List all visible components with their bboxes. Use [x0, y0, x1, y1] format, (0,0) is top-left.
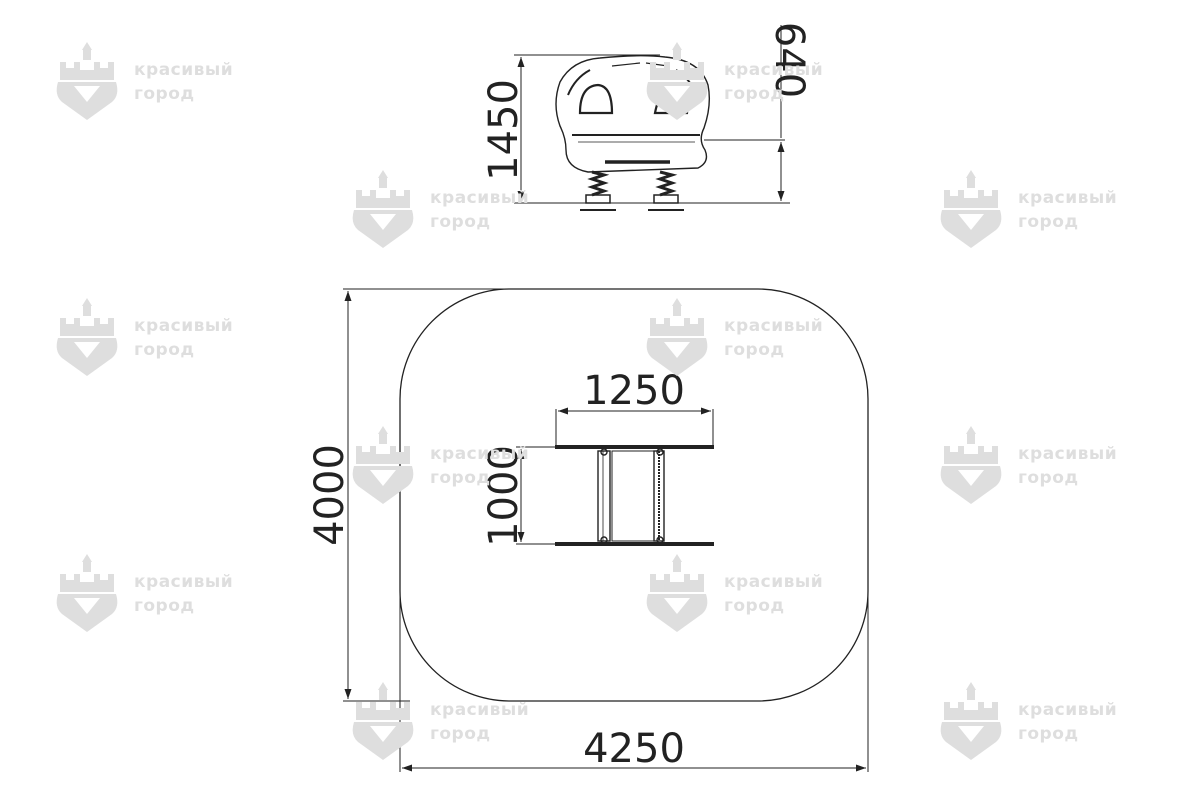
dimension-1250: [555, 407, 714, 447]
castle-heart-logo-icon: [352, 170, 414, 248]
dimension-label-4000: 4000: [307, 444, 353, 546]
side-elevation: [555, 55, 711, 211]
watermark-line-2: город: [134, 596, 195, 616]
watermark: красивый город: [348, 168, 568, 248]
watermark-line-2: город: [1018, 468, 1079, 488]
dimension-1450: [514, 54, 790, 204]
castle-heart-logo-icon: [646, 554, 708, 632]
left-spring-base: [585, 194, 611, 204]
castle-heart-logo-icon: [56, 554, 118, 632]
watermark-line-2: город: [724, 596, 785, 616]
watermark-line-2: город: [1018, 724, 1079, 744]
watermark: красивый город: [642, 40, 862, 120]
watermark-line-1: красивый: [134, 316, 234, 336]
castle-heart-logo-icon: [646, 42, 708, 120]
castle-heart-logo-icon: [646, 298, 708, 376]
watermark: красивый город: [52, 296, 272, 376]
castle-heart-logo-icon: [352, 682, 414, 760]
watermark-line-1: красивый: [724, 316, 824, 336]
dimension-640: [704, 25, 785, 201]
watermark-line-1: красивый: [134, 60, 234, 80]
watermark-line-1: красивый: [724, 572, 824, 592]
dimension-label-640: 640: [766, 22, 812, 98]
watermark-line-1: красивый: [430, 444, 530, 464]
watermark-line-1: красивый: [1018, 444, 1118, 464]
watermark-line-1: красивый: [430, 700, 530, 720]
watermark-line-1: красивый: [134, 572, 234, 592]
right-spring: [655, 170, 678, 197]
watermark: красивый город: [936, 424, 1156, 504]
dimension-4000: [343, 288, 560, 702]
watermark: красивый город: [642, 552, 862, 632]
watermark-line-2: город: [430, 468, 491, 488]
watermark-line-2: город: [724, 340, 785, 360]
watermark-line-2: город: [430, 724, 491, 744]
watermark: красивый город: [936, 168, 1156, 248]
watermark-line-2: город: [430, 212, 491, 232]
castle-heart-logo-icon: [940, 426, 1002, 504]
frame-left-rail: [597, 450, 611, 542]
dimension-label-1250: 1250: [583, 368, 685, 414]
watermark-line-2: город: [1018, 212, 1079, 232]
watermark-line-1: красивый: [1018, 700, 1118, 720]
dimension-label-4250: 4250: [583, 726, 685, 772]
safety-zone-outline: [399, 288, 869, 702]
castle-heart-logo-icon: [56, 298, 118, 376]
dimension-label-1450: 1450: [481, 79, 527, 181]
watermark-line-1: красивый: [1018, 188, 1118, 208]
plan-view: [399, 288, 869, 702]
watermark-line-2: город: [134, 84, 195, 104]
watermark: красивый город: [642, 296, 862, 376]
watermark: красивый город: [348, 424, 568, 504]
watermark-line-1: красивый: [430, 188, 530, 208]
watermark: красивый город: [52, 552, 272, 632]
watermark: красивый город: [348, 680, 568, 760]
castle-heart-logo-icon: [940, 170, 1002, 248]
dimension-label-1000: 1000: [481, 445, 527, 547]
watermark-line-2: город: [134, 340, 195, 360]
watermark-line-2: город: [724, 84, 785, 104]
left-handle-hole: [578, 83, 614, 115]
watermark: красивый город: [936, 680, 1156, 760]
watermark-line-1: красивый: [724, 60, 824, 80]
castle-heart-logo-icon: [352, 426, 414, 504]
castle-heart-logo-icon: [56, 42, 118, 120]
left-spring: [587, 170, 610, 197]
castle-heart-logo-icon: [940, 682, 1002, 760]
dimension-1000: [516, 446, 556, 545]
watermark: красивый город: [52, 40, 272, 120]
right-spring-base: [653, 194, 679, 204]
frame-center-panel: [611, 450, 655, 542]
